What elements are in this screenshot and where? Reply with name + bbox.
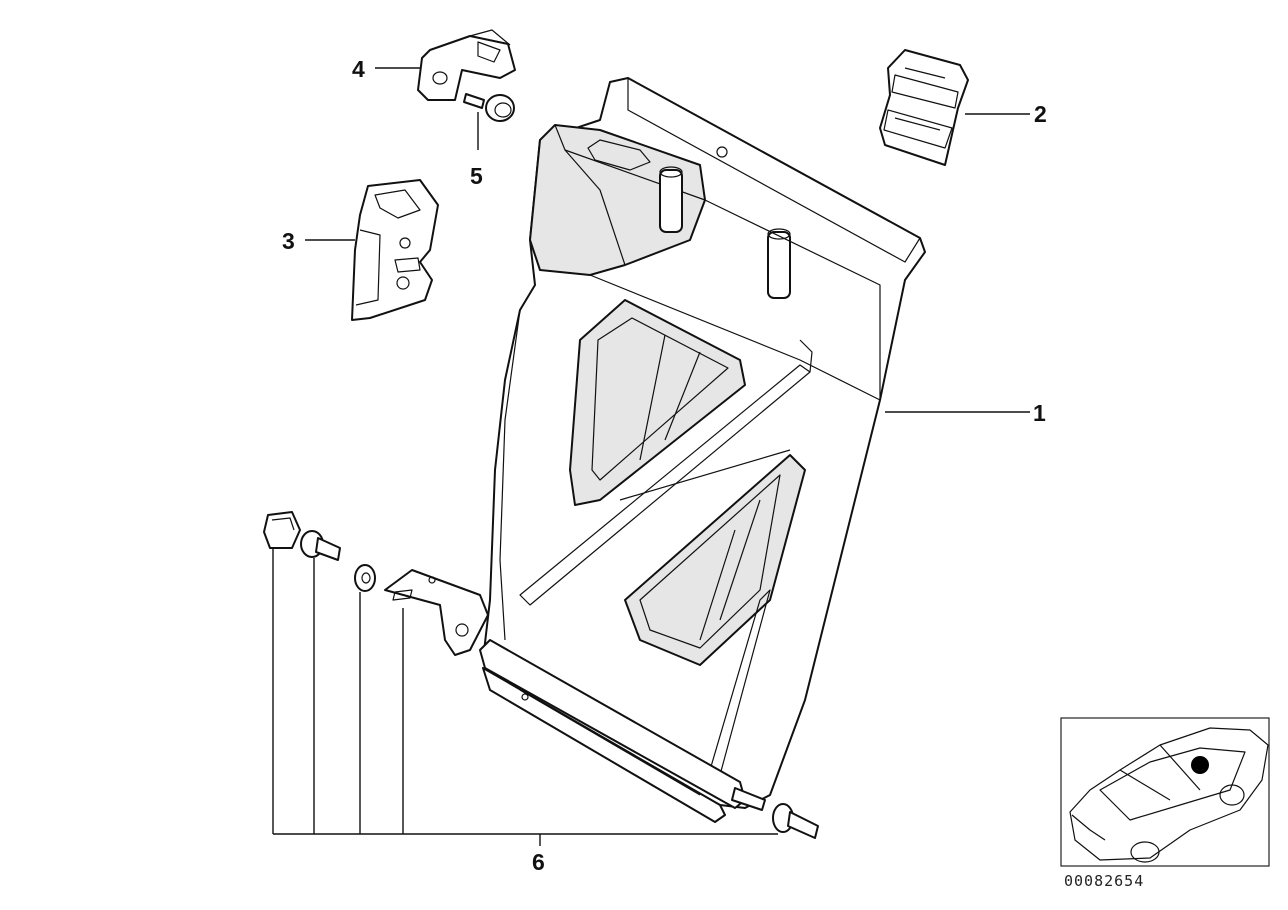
callout-2: 2 (1034, 101, 1047, 127)
callout-5: 5 (470, 163, 483, 189)
callout-3: 3 (282, 228, 295, 254)
callout-6: 6 (532, 849, 545, 875)
part-2-clip (879, 49, 969, 166)
leader-lines (272, 67, 1030, 846)
inset-car-thumbnail (1060, 717, 1270, 867)
part-6-hinge-set (263, 511, 819, 839)
callout-4: 4 (352, 56, 365, 82)
location-marker-icon (1191, 756, 1209, 774)
part-5-screw (463, 93, 515, 122)
diagram-reference-code: 00082654 (1064, 872, 1145, 890)
part-1-seat-back-panel (479, 77, 926, 823)
part-3-bracket (351, 179, 439, 321)
part-4-latch-plate (417, 29, 516, 101)
callout-1: 1 (1033, 400, 1046, 426)
